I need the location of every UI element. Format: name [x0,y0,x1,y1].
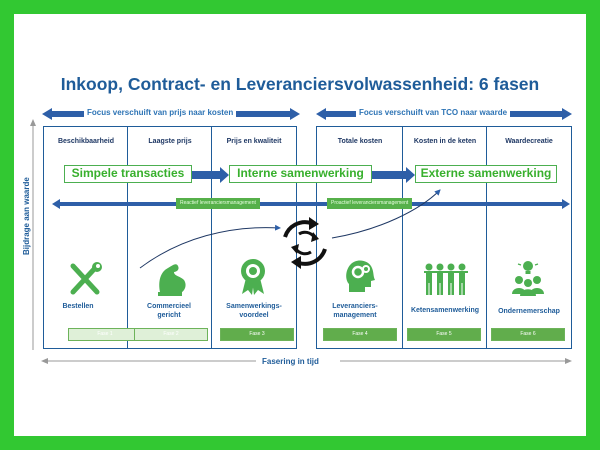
column-header-4: Totale kosten [337,138,383,145]
column-header-6: Waardecreatie [505,138,553,145]
stage-label-2: Commercieel gericht [147,303,191,319]
column-6 [486,126,572,349]
muscle-arm-icon [158,264,186,296]
phase-arrow-1 [192,167,229,183]
idea-team-icon [512,261,544,296]
head-gears-icon [346,260,375,292]
axis-x-label: Fasering in tijd [262,357,319,366]
column-header-1: Beschikbaarheid [57,138,115,145]
recycle-cycle-icon [283,217,327,269]
column-header-2: Laagste prijs [148,138,192,145]
stage-label-1: Bestellen [62,303,94,310]
focus-left-label: Focus verschuift van prijs naar kosten [84,108,237,117]
tools-icon [70,262,102,295]
curve-arrow-right [331,189,441,239]
phase-arrow-2 [372,167,415,183]
column-1 [43,126,129,349]
stage-label-6: Ondernemerschap [498,308,560,315]
phase-external-collaboration: Externe samenwerking [415,165,557,183]
fase-tag-4: Fase 4 [323,328,397,341]
proactive-management-label: Proactief leveranciersmanagement [327,198,413,209]
fase-tag-6: Fase 6 [491,328,565,341]
fase-tag-3: Fase 3 [220,328,294,341]
stage-label-5: Ketensamenwerking [410,307,480,314]
award-ribbon-icon [241,259,265,295]
fase-tag-5: Fase 5 [407,328,481,341]
people-group-icon [424,263,468,295]
phase-internal-collaboration: Interne samenwerking [229,165,372,183]
phase-simple-transactions: Simpele transacties [64,165,192,183]
fase-tag-2: Fase 2 [134,328,208,341]
stage-label-3: Samenwerkings-voordeel [226,303,282,319]
curve-arrow-left [139,224,281,269]
column-5 [402,126,488,349]
column-header-3: Prijs en kwaliteit [226,138,282,145]
stage-label-4: Leveranciers-management [332,303,378,319]
column-header-5: Kosten in de keten [413,138,477,145]
axis-y-label: Bijdrage aan waarde [22,177,31,255]
page-title: Inkoop, Contract- en Leveranciersvolwass… [60,74,540,94]
management-arrow [52,199,570,209]
column-3 [211,126,297,349]
reactive-management-label: Reactief leveranciersmanagement [176,198,260,209]
focus-right-label: Focus verschuift van TCO naar waarde [356,108,511,117]
